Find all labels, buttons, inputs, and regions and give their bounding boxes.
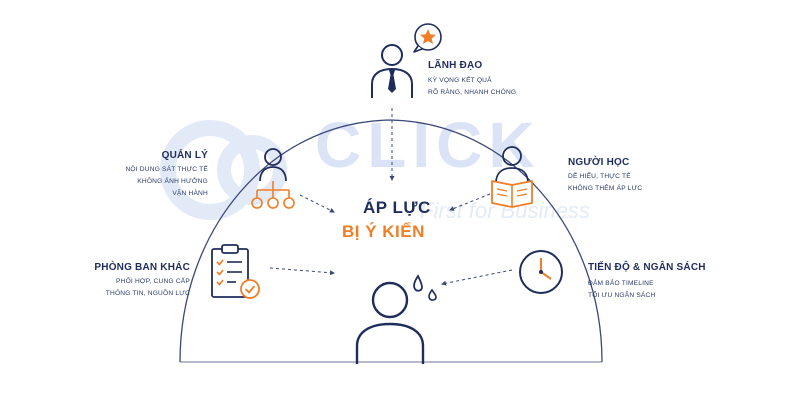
budget-title: TIẾN ĐỘ & NGÂN SÁCH bbox=[588, 262, 706, 273]
arrow-manager bbox=[299, 194, 335, 213]
departments-title: PHÒNG BAN KHÁC bbox=[94, 262, 190, 273]
budget-desc-1: ĐẢM BẢO TIMELINE bbox=[588, 280, 654, 287]
learner-desc-2: KHÔNG THÊM ÁP LỰC bbox=[568, 185, 643, 192]
clipboard-checklist-icon bbox=[211, 244, 260, 299]
watermark-brand: CLICK bbox=[315, 109, 541, 181]
arrow-learner bbox=[449, 193, 491, 211]
clock-icon bbox=[519, 250, 563, 294]
dome-outline bbox=[179, 119, 603, 363]
manager-desc-1: NỘI DUNG SÁT THỰC TẾ bbox=[125, 166, 208, 173]
center-subtitle: BỊ Ý KIẾN bbox=[342, 222, 425, 241]
arrow-departments bbox=[269, 267, 335, 276]
stressed-person-icon bbox=[355, 274, 437, 364]
center-title: ÁP LỰC bbox=[363, 198, 431, 217]
leader-title: LÃNH ĐẠO bbox=[428, 60, 483, 71]
manager-desc-3: VẬN HÀNH bbox=[172, 190, 208, 197]
departments-desc-2: THÔNG TIN, NGUỒN LỰC bbox=[105, 290, 190, 297]
leader-desc-1: KỲ VỌNG KẾT QUẢ bbox=[428, 77, 492, 84]
leader-desc-2: RÕ RÀNG, NHANH CHÓNG bbox=[428, 89, 517, 96]
watermark-logo-icon bbox=[160, 120, 287, 220]
learner-title: NGƯỜI HỌC bbox=[568, 157, 630, 168]
org-chart-icon bbox=[251, 148, 295, 209]
manager-title: QUẢN LÝ bbox=[161, 150, 208, 161]
star-bubble-icon bbox=[413, 23, 442, 53]
manager-desc-2: KHÔNG ẢNH HƯỞNG bbox=[137, 178, 208, 185]
budget-desc-2: TỐI ƯU NGÂN SÁCH bbox=[588, 292, 656, 299]
reader-book-icon bbox=[491, 146, 533, 208]
person-tie-icon bbox=[371, 44, 413, 98]
arrow-budget bbox=[441, 269, 513, 286]
departments-desc-1: PHỐI HỢP, CUNG CẤP bbox=[116, 278, 190, 285]
learner-desc-1: DỄ HIỂU, THỰC TẾ bbox=[568, 173, 631, 180]
